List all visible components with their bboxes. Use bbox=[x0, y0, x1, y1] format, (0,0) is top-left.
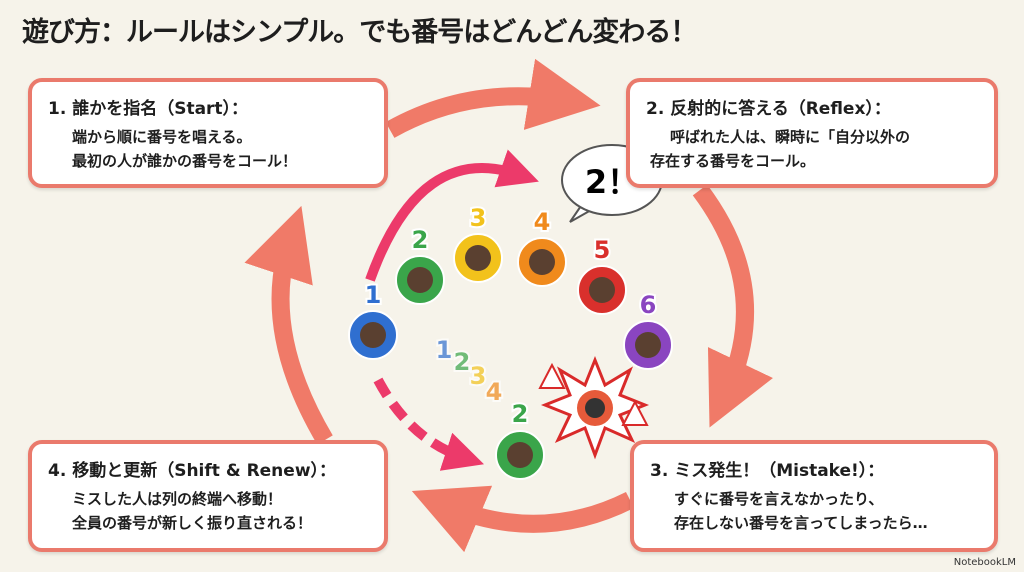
step-line: 全員の番号が新しく振り直される！ bbox=[72, 514, 313, 532]
cycle-arrow-3-to-4 bbox=[411, 485, 635, 553]
move-arrow bbox=[373, 377, 485, 471]
step-line: 存在する番号をコール。 bbox=[650, 152, 816, 170]
step-heading: 2. 反射的に答える（Reflex）： bbox=[646, 99, 891, 119]
player-1: 1 bbox=[348, 279, 398, 360]
ghost-number: 3 bbox=[470, 362, 487, 390]
player-2: 2 bbox=[395, 224, 445, 305]
step-line: 呼ばれた人は、瞬時に「自分以外の bbox=[670, 128, 911, 146]
player-4: 4 bbox=[517, 206, 567, 287]
step-4-shift-renew-box: 4. 移動と更新（Shift & Renew）： ミスした人は列の終端へ移動！ … bbox=[28, 440, 388, 552]
player-number: 6 bbox=[640, 291, 657, 319]
step-1-start-box: 1. 誰かを指名（Start）： 端から順に番号を唱える。 最初の人が誰かの番号… bbox=[28, 78, 388, 188]
page-title: 遊び方：ルールはシンプル。でも番号はどんどん変わる！ bbox=[22, 17, 697, 48]
cycle-arrow-4-to-1 bbox=[244, 205, 333, 445]
player-number: 3 bbox=[470, 204, 487, 232]
notebooklm-watermark: NotebookLM bbox=[953, 557, 1016, 568]
player-number: 2 bbox=[412, 226, 429, 254]
player-number: 1 bbox=[365, 281, 382, 309]
step-2-reflex-box: 2. 反射的に答える（Reflex）： 呼ばれた人は、瞬時に「自分以外の 存在す… bbox=[626, 78, 998, 188]
step-line: 存在しない番号を言ってしまったら… bbox=[674, 514, 928, 532]
cycle-arrow-2-to-3 bbox=[692, 184, 773, 428]
step-heading: 4. 移動と更新（Shift & Renew）： bbox=[48, 461, 337, 481]
player-number: 4 bbox=[534, 208, 551, 236]
moved-player: 2 bbox=[495, 398, 545, 480]
step-line: すぐに番号を言えなかったり、 bbox=[674, 490, 884, 508]
cycle-arrow-1-to-2 bbox=[385, 58, 601, 138]
step-heading: 1. 誰かを指名（Start）： bbox=[48, 99, 249, 119]
step-heading: 3. ミス発生！（Mistake!）： bbox=[650, 461, 885, 481]
step-line: 最初の人が誰かの番号をコール！ bbox=[72, 152, 298, 170]
player-3: 3 bbox=[453, 202, 503, 283]
player-5: 5 bbox=[577, 234, 627, 315]
player-6: 6 bbox=[623, 289, 673, 370]
ghost-number: 2 bbox=[454, 348, 471, 376]
ghost-number: 1 bbox=[436, 336, 453, 364]
mistake-explosion-icon bbox=[538, 355, 650, 460]
call-arrow bbox=[365, 149, 539, 282]
step-3-mistake-box: 3. ミス発生！（Mistake!）： すぐに番号を言えなかったり、 存在しない… bbox=[630, 440, 998, 552]
step-line: 端から順に番号を唱える。 bbox=[72, 128, 252, 146]
player-number: 5 bbox=[594, 236, 611, 264]
player-number: 2 bbox=[512, 400, 529, 428]
ghost-number: 4 bbox=[486, 378, 503, 406]
step-line: ミスした人は列の終端へ移動！ bbox=[72, 490, 283, 508]
